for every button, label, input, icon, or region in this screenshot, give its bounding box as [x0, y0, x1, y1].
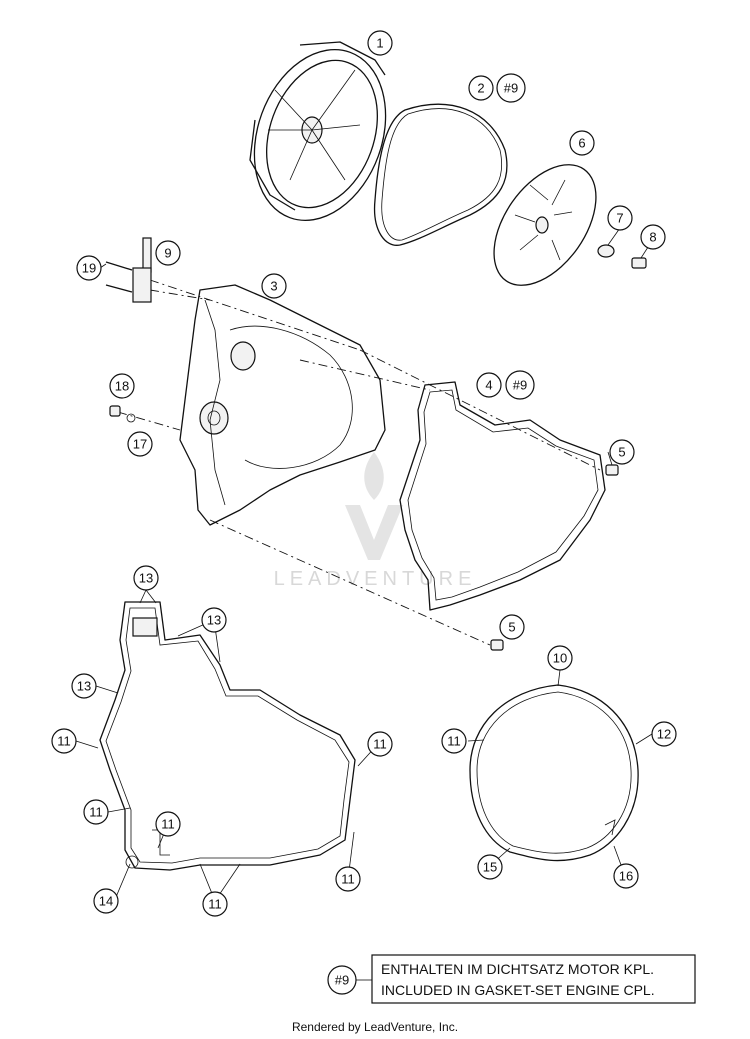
callout-11-l3: 11	[83, 799, 109, 825]
watermark: LEADVENTURE	[274, 452, 477, 590]
svg-text:5: 5	[508, 620, 515, 635]
callout-11-l5: 11	[335, 866, 361, 892]
callout-8: 8	[640, 224, 666, 250]
part-cover-gasket	[399, 381, 606, 611]
callout-19: 19	[76, 255, 102, 281]
svg-text:11: 11	[161, 817, 175, 832]
assembly-lines	[117, 279, 601, 646]
svg-text:#9: #9	[513, 378, 527, 393]
svg-text:8: 8	[649, 230, 656, 245]
callout-15: 15	[477, 854, 503, 880]
legend-ref: #9	[335, 973, 349, 988]
callout-2-ref: #9	[496, 73, 526, 103]
callout-5a: 5	[609, 439, 635, 465]
callout-1: 1	[367, 30, 393, 56]
svg-text:13: 13	[77, 679, 91, 694]
callout-6: 6	[569, 130, 595, 156]
callout-11-l4: 11	[155, 811, 181, 837]
callout-13-left: 13	[71, 673, 97, 699]
svg-text:13: 13	[207, 613, 221, 628]
watermark-text: LEADVENTURE	[274, 568, 477, 590]
svg-text:15: 15	[483, 860, 497, 875]
callout-14: 14	[93, 888, 119, 914]
svg-text:18: 18	[115, 379, 129, 394]
svg-text:11: 11	[373, 737, 387, 752]
callout-4-ref: #9	[505, 370, 535, 400]
svg-text:16: 16	[619, 869, 633, 884]
svg-text:9: 9	[164, 246, 171, 261]
footer-credit: Rendered by LeadVenture, Inc.	[292, 1020, 458, 1034]
svg-text:17: 17	[133, 437, 147, 452]
callout-17: 17	[127, 431, 153, 457]
svg-text:13: 13	[139, 571, 153, 586]
callout-3: 3	[261, 273, 287, 299]
svg-text:4: 4	[485, 378, 492, 393]
svg-text:12: 12	[657, 727, 671, 742]
callout-9: 9	[155, 240, 181, 266]
svg-text:#9: #9	[504, 81, 518, 96]
legend-line-2: INCLUDED IN GASKET-SET ENGINE CPL.	[381, 982, 655, 998]
callout-11-l2: 11	[367, 731, 393, 757]
svg-text:11: 11	[341, 872, 355, 887]
callout-16: 16	[613, 863, 639, 889]
svg-text:11: 11	[57, 734, 71, 749]
svg-text:7: 7	[616, 211, 623, 226]
svg-text:6: 6	[578, 136, 585, 151]
callout-13-top: 13	[133, 565, 159, 591]
part-plug-and-seal	[109, 405, 136, 423]
callout-4: 4	[476, 372, 502, 398]
svg-text:14: 14	[99, 894, 113, 909]
part-outer-clutch-cover	[249, 41, 387, 222]
part-clutch-cover	[179, 284, 386, 526]
watermark-flame-icon	[364, 452, 384, 500]
callout-7: 7	[607, 205, 633, 231]
svg-text:3: 3	[270, 279, 277, 294]
part-inner-cover	[493, 164, 597, 286]
svg-text:1: 1	[376, 36, 383, 51]
callout-12: 12	[651, 721, 677, 747]
part-washer-and-nut	[597, 227, 651, 269]
gasket-set-legend: #9 ENTHALTEN IM DICHTSATZ MOTOR KPL. INC…	[327, 954, 696, 1004]
svg-text:19: 19	[82, 261, 96, 276]
callout-5b: 5	[499, 614, 525, 640]
legend-line-1: ENTHALTEN IM DICHTSATZ MOTOR KPL.	[381, 961, 654, 977]
svg-text:11: 11	[208, 897, 222, 912]
part-dowel-pins	[490, 451, 619, 651]
callout-11-right: 11	[441, 728, 467, 754]
callout-10: 10	[547, 645, 573, 671]
svg-text:10: 10	[553, 651, 567, 666]
callout-18: 18	[109, 373, 135, 399]
svg-text:11: 11	[447, 734, 461, 749]
svg-text:2: 2	[477, 81, 484, 96]
callout-2: 2	[468, 75, 494, 101]
callout-13-mid: 13	[201, 607, 227, 633]
part-sensor-bolts	[99, 237, 152, 303]
leader-lines	[75, 589, 653, 902]
watermark-logo-icon	[345, 505, 403, 560]
callout-11-l6: 11	[202, 891, 228, 917]
part-large-gasket	[99, 601, 356, 871]
svg-text:11: 11	[89, 805, 103, 820]
part-o-ring	[373, 103, 508, 246]
svg-text:5: 5	[618, 445, 625, 460]
part-round-gasket	[469, 684, 639, 862]
callout-11-l1: 11	[51, 728, 77, 754]
